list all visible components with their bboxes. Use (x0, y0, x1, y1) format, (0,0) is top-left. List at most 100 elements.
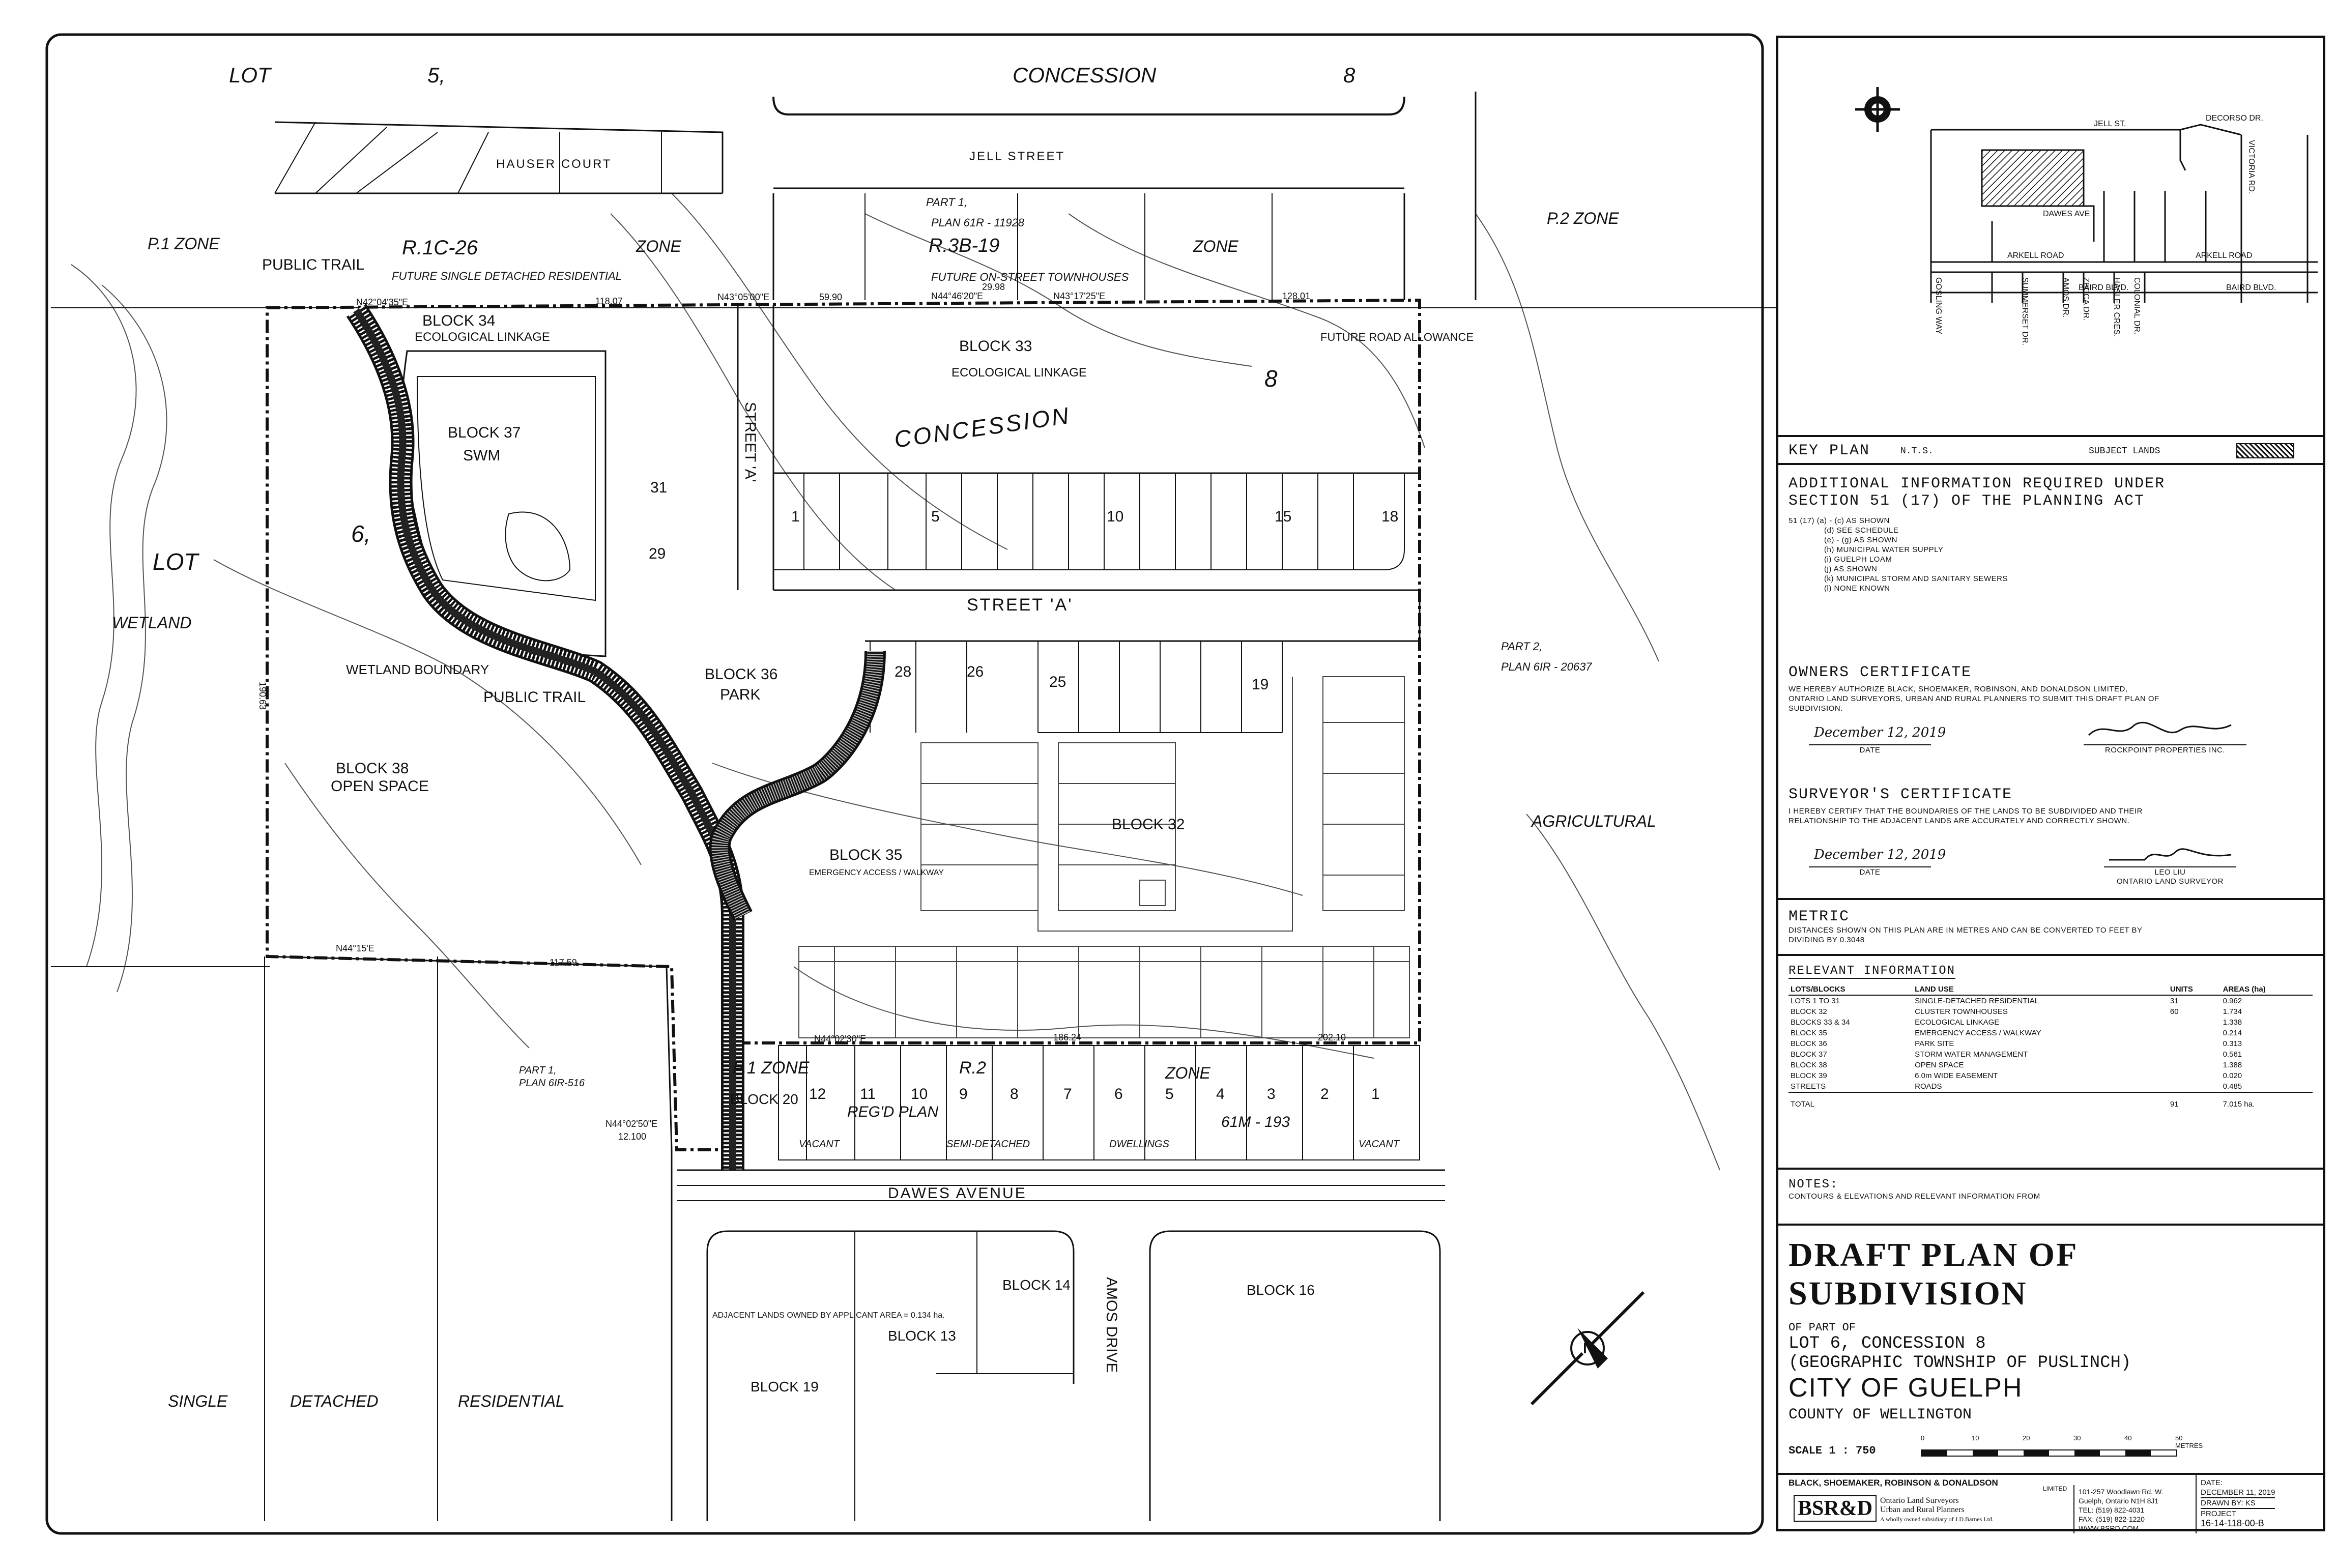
owners-signature-icon (2088, 721, 2232, 736)
firm-line-2: Urban and Rural Planners (1880, 1505, 1965, 1514)
wetland-boundary: WETLAND BOUNDARY (346, 662, 489, 677)
lot-bottom-6: 6 (1114, 1086, 1123, 1102)
table-cell: STREETS (1791, 1082, 1826, 1091)
plan-6ir-516: PLAN 6IR-516 (519, 1078, 585, 1089)
table-cell: PARK SITE (1915, 1039, 1954, 1048)
key-plan-street: HASLER CRES. (2112, 277, 2121, 337)
additional-item: (e) - (g) AS SHOWN (1824, 536, 1898, 544)
lot-26: 26 (967, 663, 984, 680)
drawn-by: DRAWN BY: KS (2201, 1497, 2275, 1508)
table-cell: ROADS (1915, 1082, 1942, 1091)
key-plan-label: KEY PLAN (1789, 442, 1870, 459)
table-cell: 60 (2170, 1007, 2179, 1016)
metric-text: DISTANCES SHOWN ON THIS PLAN ARE IN METR… (1789, 926, 2143, 944)
additional-item: (l) NONE KNOWN (1824, 584, 1890, 593)
surveyor-text: I HEREBY CERTIFY THAT THE BOUNDARIES OF … (1789, 807, 2143, 825)
agricultural: AGRICULTURAL (1531, 812, 1656, 830)
key-plan-street: JELL ST. (2094, 120, 2126, 128)
lot-north-18: 18 (1381, 508, 1398, 525)
table-cell (2168, 1017, 2221, 1028)
residential: RESIDENTIAL (458, 1392, 565, 1410)
notes-text: CONTOURS & ELEVATIONS AND RELEVANT INFOR… (1789, 1192, 2040, 1201)
table-cell: BLOCK 38 (1791, 1061, 1827, 1069)
additional-item: (h) MUNICIPAL WATER SUPPLY (1824, 545, 1944, 554)
single: SINGLE (168, 1392, 228, 1410)
lot-6: 6, (351, 520, 370, 547)
surveyor-title: ONTARIO LAND SURVEYOR (2117, 877, 2224, 886)
table-cell: 0.962 (2223, 997, 2242, 1005)
dist-2: 59.90 (819, 292, 842, 302)
part-2: PART 2, (1501, 640, 1542, 653)
additional-heading-2: SECTION 51 (17) OF THE PLANNING ACT (1789, 492, 2145, 510)
sheet-border (45, 33, 1764, 1535)
block37-sub: SWM (463, 447, 500, 464)
key-plan-street: ARKELL ROAD (2007, 251, 2064, 260)
table-cell: 0.214 (2223, 1029, 2242, 1037)
table-cell: OPEN SPACE (1915, 1061, 1964, 1069)
public-trail-2: PUBLIC TRAIL (483, 689, 586, 706)
table-cell: 0.561 (2223, 1050, 2242, 1059)
contour-lines (71, 193, 1720, 1171)
subject-lands-icon (1981, 149, 2085, 207)
table-cell: 1.734 (2223, 1007, 2242, 1016)
concession-mid: CONCESSION (892, 402, 1072, 453)
block34-sub: ECOLOGICAL LINKAGE (415, 330, 550, 344)
firm-tel: TEL: (519) 822-4031 (2079, 1506, 2145, 1514)
owners-text: WE HEREBY AUTHORIZE BLACK, SHOEMAKER, RO… (1789, 685, 2159, 713)
hauser-court: HAUSER COURT (496, 157, 612, 171)
metric-heading: METRIC (1789, 908, 1850, 925)
relevant-column-header: LOTS/BLOCKS (1789, 984, 1913, 996)
lot-bottom-10: 10 (911, 1086, 928, 1102)
table-cell: LOTS 1 TO 31 (1791, 997, 1840, 1005)
bearing-6: N44°02'30"E (814, 1034, 866, 1044)
lot-bottom-9: 9 (959, 1086, 968, 1102)
block33: BLOCK 33 (959, 338, 1032, 355)
subject-lands-label: SUBJECT LANDS (2089, 446, 2160, 456)
table-cell (2168, 1081, 2221, 1092)
table-cell (2168, 1049, 2221, 1060)
table-cell: SINGLE-DETACHED RESIDENTIAL (1915, 997, 2039, 1005)
scale-tick-label: 50 METRES (2175, 1434, 2203, 1449)
relevant-column-header: AREAS (ha) (2220, 984, 2313, 996)
additional-items: 51 (17) (a) - (c) AS SHOWN(d) SEE SCHEDU… (1789, 516, 2313, 593)
table-cell (2168, 1038, 2221, 1049)
block33-sub: ECOLOGICAL LINKAGE (951, 366, 1087, 380)
lot-bottom-5: 5 (1165, 1086, 1174, 1102)
city: CITY OF GUELPH (1789, 1373, 2023, 1403)
zone-2: ZONE (1193, 237, 1239, 255)
relevant-column-header: UNITS (2168, 984, 2221, 996)
county: COUNTY OF WELLINGTON (1789, 1406, 1972, 1424)
firm-lines: Ontario Land Surveyors Urban and Rural P… (1880, 1496, 1994, 1524)
block20: BLOCK 20 (730, 1091, 798, 1107)
firm-logo: BSR&D (1794, 1495, 1877, 1522)
dist-4: 128.01 (1282, 291, 1310, 301)
additional-item: (k) MUNICIPAL STORM AND SANITARY SEWERS (1824, 574, 2008, 583)
plan-6ir-20637: PLAN 6IR - 20637 (1501, 660, 1592, 673)
dist-7: 202.10 (1318, 1032, 1346, 1042)
relevant-total-row: TOTAL 91 7.015 ha. (1789, 1092, 2313, 1110)
table-cell: 0.313 (2223, 1039, 2242, 1048)
block32: BLOCK 32 (1112, 816, 1185, 833)
r2: R.2 (959, 1058, 986, 1078)
zone-1: ZONE (636, 237, 682, 255)
surveyor-certificate: SURVEYOR'S CERTIFICATE I HEREBY CERTIFY … (1778, 776, 2323, 939)
regd-plan: REG'D PLAN (847, 1104, 938, 1120)
key-plan-street: AMOS DR. (2061, 277, 2070, 317)
public-trail-1: PUBLIC TRAIL (262, 256, 364, 273)
part-1-top: PART 1, (926, 196, 967, 209)
additional-item: (i) GUELPH LOAM (1824, 555, 1892, 564)
owners-date-signed: December 12, 2019 (1814, 725, 1946, 740)
plan-61m-193: 61M - 193 (1221, 1114, 1290, 1130)
dist-8: 12.100 (618, 1131, 646, 1142)
surveyor-heading: SURVEYOR'S CERTIFICATE (1789, 786, 2013, 803)
date-label: DATE: (2201, 1478, 2223, 1487)
block36: BLOCK 36 (705, 666, 777, 683)
of-part-of: OF PART OF (1789, 1321, 1856, 1334)
